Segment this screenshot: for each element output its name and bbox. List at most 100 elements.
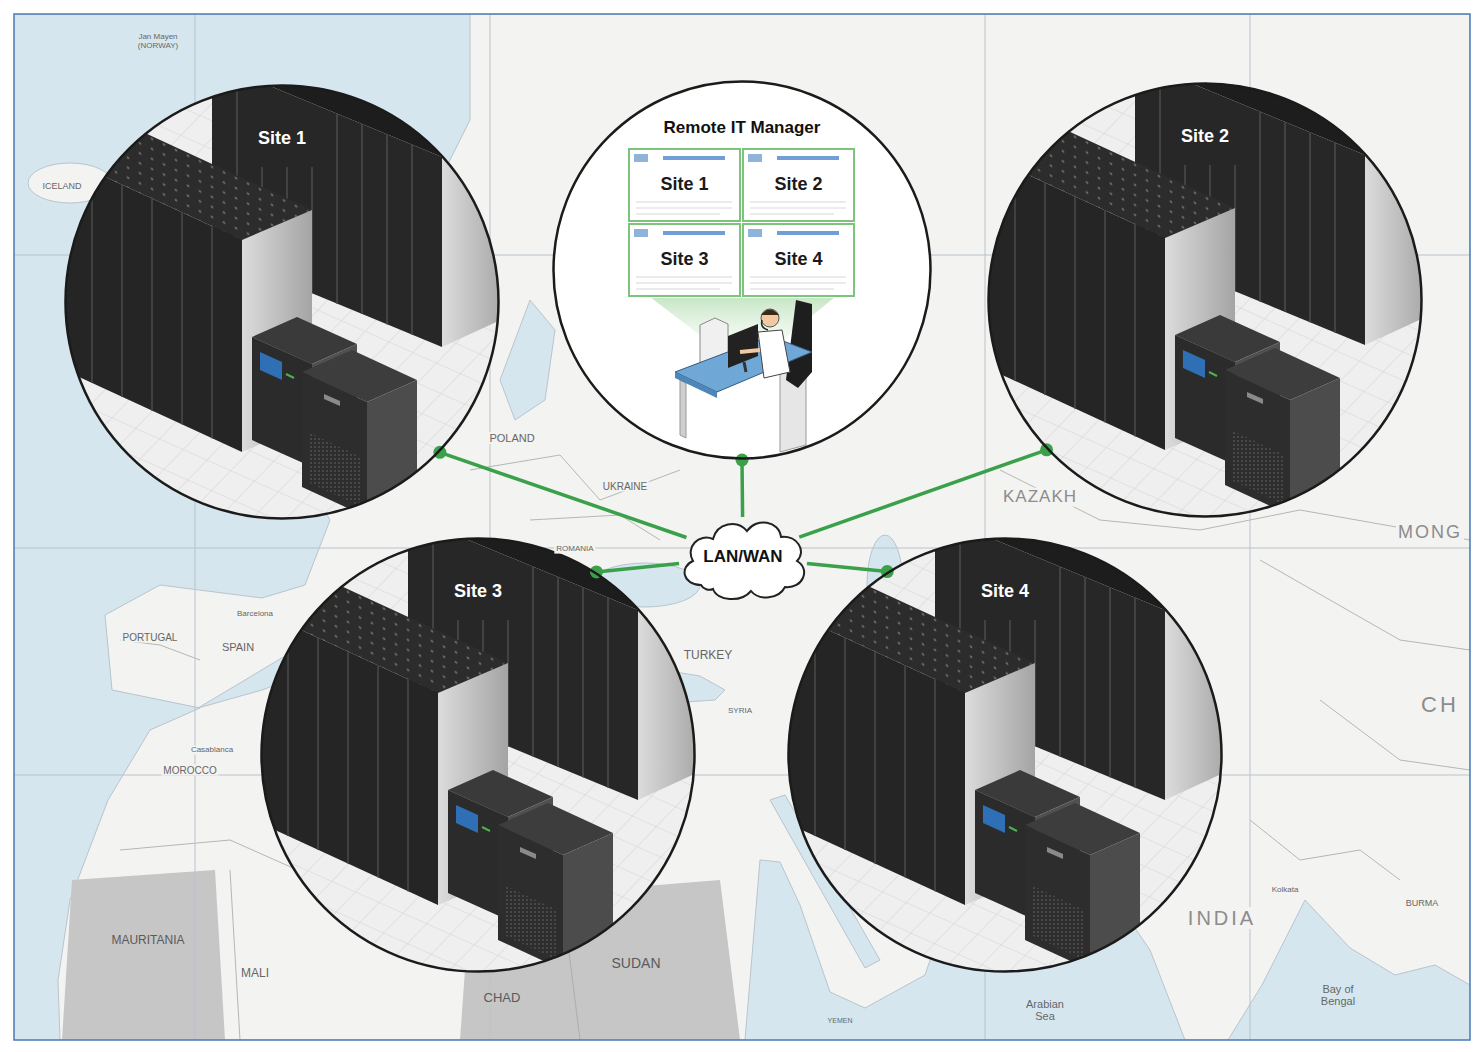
screen-panel: Site 1 bbox=[628, 148, 741, 222]
network-cloud: LAN/WAN bbox=[671, 507, 815, 607]
map-label: MONG bbox=[1396, 523, 1464, 543]
map-label: SPAIN bbox=[220, 641, 256, 653]
circle-outline bbox=[66, 86, 499, 519]
person-at-desk bbox=[744, 362, 746, 372]
connector-dot bbox=[433, 446, 446, 459]
map-label: BURMA bbox=[1404, 899, 1441, 909]
person-at-desk bbox=[680, 380, 686, 438]
map-label: TURKEY bbox=[682, 649, 735, 662]
screen-panels bbox=[777, 231, 839, 235]
site-illustration bbox=[62, 32, 507, 520]
network-link bbox=[799, 450, 1046, 537]
manager-illustration bbox=[553, 81, 931, 459]
site-illustration bbox=[785, 485, 1230, 973]
network-link bbox=[807, 563, 887, 571]
screen-panels bbox=[634, 154, 648, 162]
panel-label: Site 2 bbox=[774, 174, 822, 196]
map-label: Arabian Sea bbox=[1018, 998, 1072, 1022]
screen-panels bbox=[750, 202, 846, 214]
network-link bbox=[440, 452, 687, 537]
sea bbox=[14, 14, 1470, 1040]
panel-label: Site 1 bbox=[660, 174, 708, 196]
graticule bbox=[14, 548, 1470, 549]
map-label: Jan Mayen (NORWAY) bbox=[126, 33, 190, 51]
map-label: YEMEN bbox=[826, 1017, 855, 1025]
site-illustration bbox=[62, 30, 1430, 973]
map-label: PORTUGAL bbox=[121, 632, 180, 643]
screen-panel: Site 3 bbox=[628, 223, 741, 297]
frame bbox=[14, 14, 1470, 1040]
screen-panels bbox=[634, 229, 648, 237]
screen-panels bbox=[777, 156, 839, 160]
map-label: SYRIA bbox=[726, 707, 754, 716]
sea-inlet bbox=[500, 300, 555, 420]
screen-panels bbox=[636, 202, 846, 289]
map-label: CHAD bbox=[482, 991, 523, 1005]
screen-panels bbox=[628, 148, 855, 298]
site-circle: Site 1 bbox=[64, 84, 500, 520]
network-label: LAN/WAN bbox=[703, 547, 782, 567]
country-borders bbox=[470, 455, 680, 500]
panel-label: Site 3 bbox=[660, 249, 708, 271]
circle-outline bbox=[554, 82, 931, 459]
network-link bbox=[596, 564, 679, 572]
circle-outline bbox=[987, 82, 1423, 518]
map-label: MOROCCO bbox=[161, 765, 218, 776]
person-at-desk bbox=[761, 310, 779, 316]
map-label: KAZAKH bbox=[1001, 488, 1079, 507]
site-circle: Site 4 bbox=[787, 537, 1223, 973]
screen-panels bbox=[663, 231, 725, 235]
grey-region bbox=[62, 870, 225, 1040]
screen-panels bbox=[636, 202, 732, 214]
circle-outline bbox=[552, 80, 932, 460]
screen-panel: Site 4 bbox=[742, 223, 855, 297]
person-at-desk bbox=[761, 309, 779, 327]
site-title: Site 3 bbox=[454, 581, 502, 603]
screen-panels bbox=[628, 148, 855, 298]
map-label: Casablanca bbox=[189, 746, 235, 755]
site-circle: Site 3 bbox=[260, 537, 696, 973]
person-at-desk bbox=[758, 330, 790, 378]
cloud-outline bbox=[671, 507, 815, 607]
cloud-outline bbox=[685, 522, 805, 599]
circle-outline bbox=[989, 84, 1422, 517]
country-borders bbox=[1320, 700, 1470, 770]
person-at-desk bbox=[675, 372, 717, 398]
manager-illustration bbox=[553, 81, 931, 459]
connector-dot bbox=[736, 454, 749, 467]
graticule bbox=[14, 775, 1470, 776]
map-label: UKRAINE bbox=[601, 481, 649, 492]
map-label: MAURITANIA bbox=[109, 934, 186, 947]
site-illustration bbox=[985, 30, 1430, 518]
map-label: Kolkata bbox=[1270, 886, 1301, 895]
site-title: Site 1 bbox=[258, 128, 306, 150]
connector-dot bbox=[590, 565, 603, 578]
circle-outline bbox=[262, 539, 695, 972]
site-circle: Site 2 bbox=[987, 82, 1423, 518]
screen-panels bbox=[636, 277, 732, 289]
panel-label: Site 4 bbox=[774, 249, 822, 271]
graticule bbox=[14, 14, 1470, 1040]
connector-dot bbox=[881, 565, 894, 578]
country-borders bbox=[530, 515, 660, 540]
map-label: Barcelona bbox=[235, 610, 275, 619]
circle-outline bbox=[64, 84, 500, 520]
screen-panels bbox=[663, 156, 839, 235]
circle-outline bbox=[787, 537, 1223, 973]
connector-dot bbox=[1040, 443, 1053, 456]
person-at-desk bbox=[675, 300, 812, 452]
person-at-desk bbox=[740, 350, 760, 352]
map-label: Bay of Bengal bbox=[1309, 983, 1368, 1007]
map-label: MALI bbox=[239, 967, 271, 980]
network-link bbox=[740, 460, 744, 517]
screen-panel: Site 2 bbox=[742, 148, 855, 222]
country-borders bbox=[1250, 820, 1400, 880]
person-at-desk bbox=[762, 320, 768, 330]
map-label: ICELAND bbox=[40, 182, 83, 192]
screen-panels bbox=[750, 277, 846, 289]
map-label: INDIA bbox=[1186, 907, 1258, 929]
circle-outline bbox=[789, 539, 1222, 972]
